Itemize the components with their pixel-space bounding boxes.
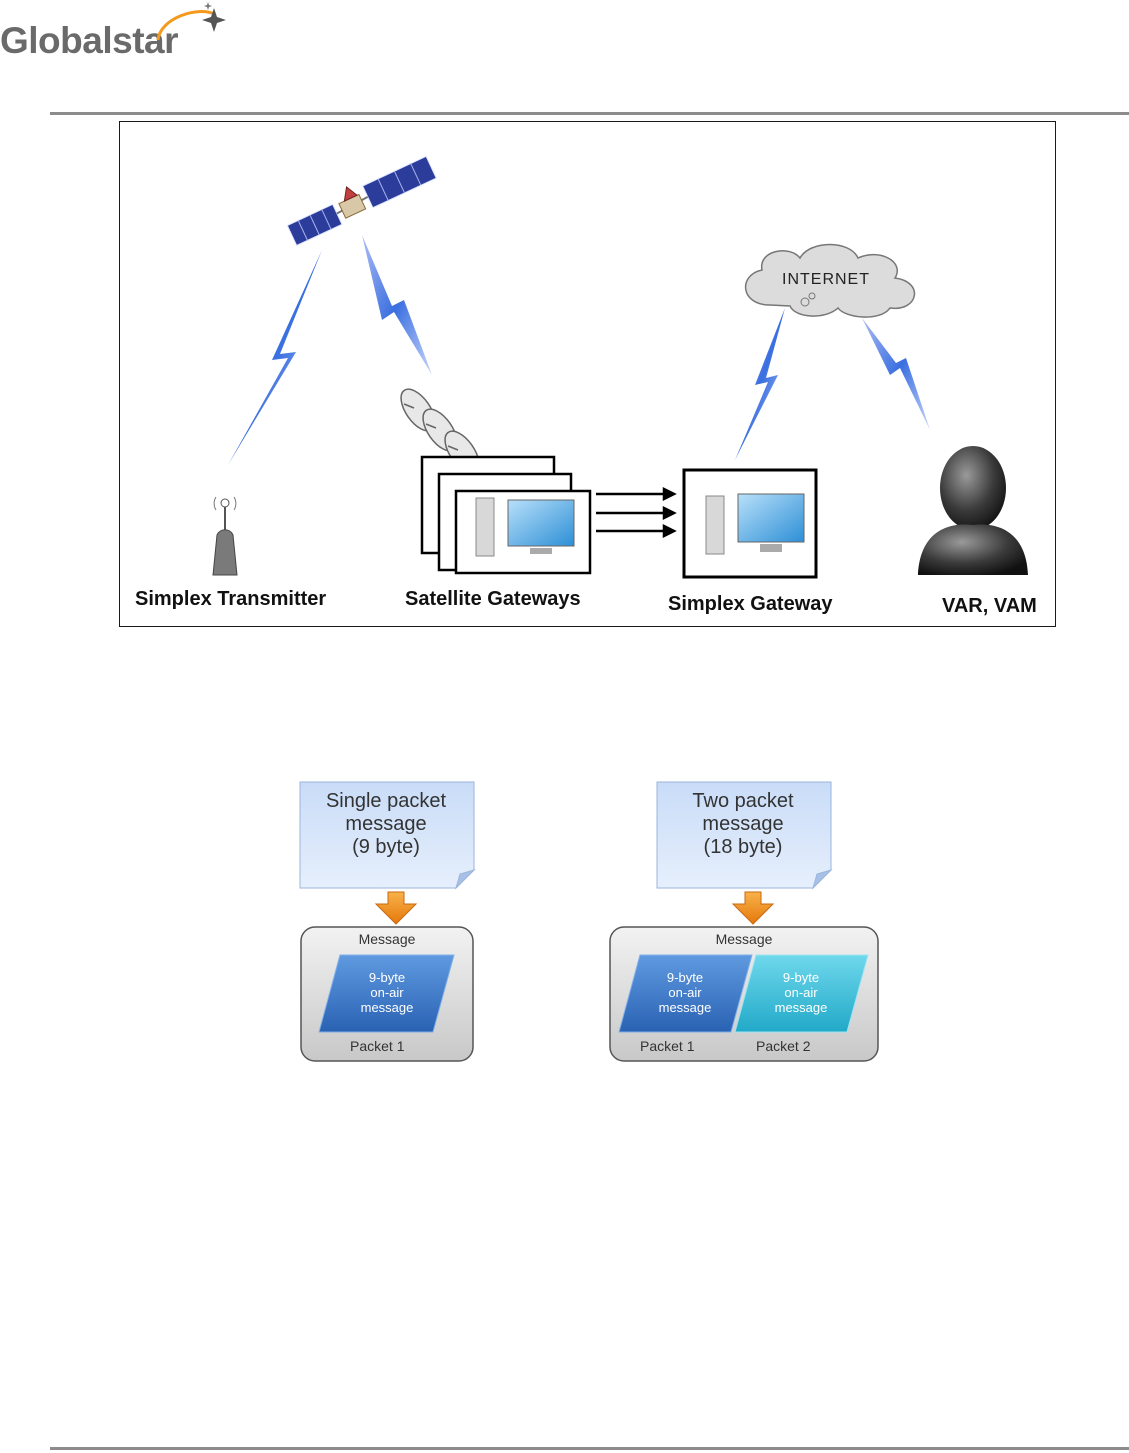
note-two-packet-text: Two packet message (18 byte) [657,790,829,859]
chip-line: on-air [337,985,437,1000]
chip-line: 9-byte [635,970,735,985]
chip-line: message [337,1000,437,1015]
chip-2-text: 9-byte on-air message [635,970,735,1015]
packet-1-label-single: Packet 1 [350,1038,404,1054]
note-line: (9 byte) [300,836,472,859]
chip-3-text: 9-byte on-air message [751,970,851,1015]
note-line: (18 byte) [657,836,829,859]
message-caption-single: Message [301,931,473,947]
down-arrow-icon [376,892,416,924]
chip-1-text: 9-byte on-air message [337,970,437,1015]
chip-line: on-air [635,985,735,1000]
chip-line: 9-byte [751,970,851,985]
footer-rule [50,1447,1129,1450]
note-line: message [657,813,829,836]
note-line: Single packet [300,790,472,813]
message-caption-double: Message [610,931,878,947]
packet-1-label-double: Packet 1 [640,1038,694,1054]
down-arrow-icon [733,892,773,924]
chip-line: message [635,1000,735,1015]
note-single-packet-text: Single packet message (9 byte) [300,790,472,859]
chip-line: on-air [751,985,851,1000]
note-line: message [300,813,472,836]
chip-line: 9-byte [337,970,437,985]
packet-2-label-double: Packet 2 [756,1038,810,1054]
note-line: Two packet [657,790,829,813]
chip-line: message [751,1000,851,1015]
